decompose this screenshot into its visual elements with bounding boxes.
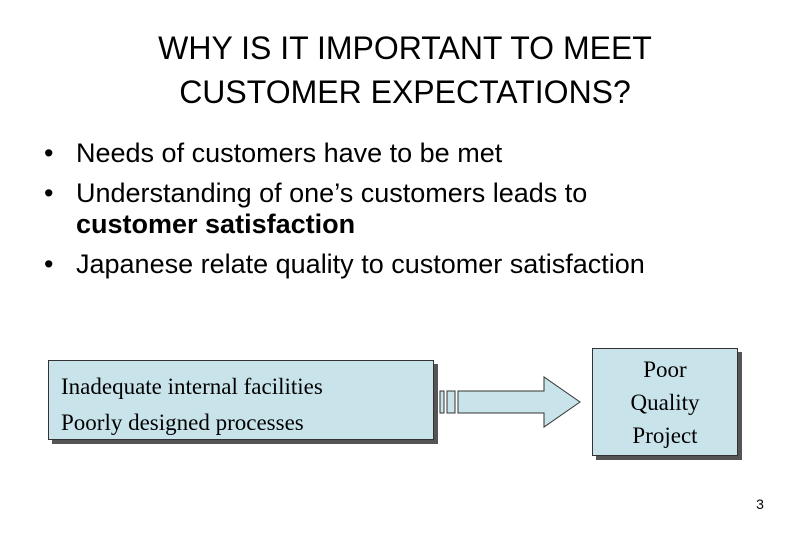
title-line-2: CUSTOMER EXPECTATIONS?	[179, 74, 631, 110]
page-number: 3	[756, 496, 764, 512]
cause-line-1: Inadequate internal facilities	[61, 374, 323, 399]
bullet-dot: •	[44, 249, 54, 279]
bullet-dot: •	[44, 138, 54, 168]
striped-right-arrow-icon	[439, 376, 581, 428]
bullet-text: Needs of customers have to be met	[76, 138, 503, 168]
title-line-1: WHY IS IT IMPORTANT TO MEET	[158, 30, 652, 66]
bullet-list: • Needs of customers have to be met • Un…	[44, 138, 784, 289]
cause-line-2: Poorly designed processes	[61, 410, 304, 435]
bullet-item: • Japanese relate quality to customer sa…	[44, 249, 784, 280]
cause-box: Inadequate internal facilities Poorly de…	[48, 360, 434, 440]
effect-line-2: Quality	[630, 390, 700, 415]
effect-box: Poor Quality Project	[592, 348, 738, 456]
bullet-item: • Understanding of one’s customers leads…	[44, 178, 784, 240]
bullet-dot: •	[44, 178, 54, 208]
bullet-text: Japanese relate quality to customer sati…	[76, 249, 645, 279]
effect-line-1: Poor	[643, 357, 687, 382]
bullet-item: • Needs of customers have to be met	[44, 138, 784, 169]
bullet-text: Understanding of one’s customers leads t…	[76, 178, 588, 208]
effect-line-3: Project	[632, 423, 698, 448]
slide-title: WHY IS IT IMPORTANT TO MEET CUSTOMER EXP…	[0, 26, 810, 114]
bullet-emphasis-text: customer satisfaction	[76, 209, 356, 239]
